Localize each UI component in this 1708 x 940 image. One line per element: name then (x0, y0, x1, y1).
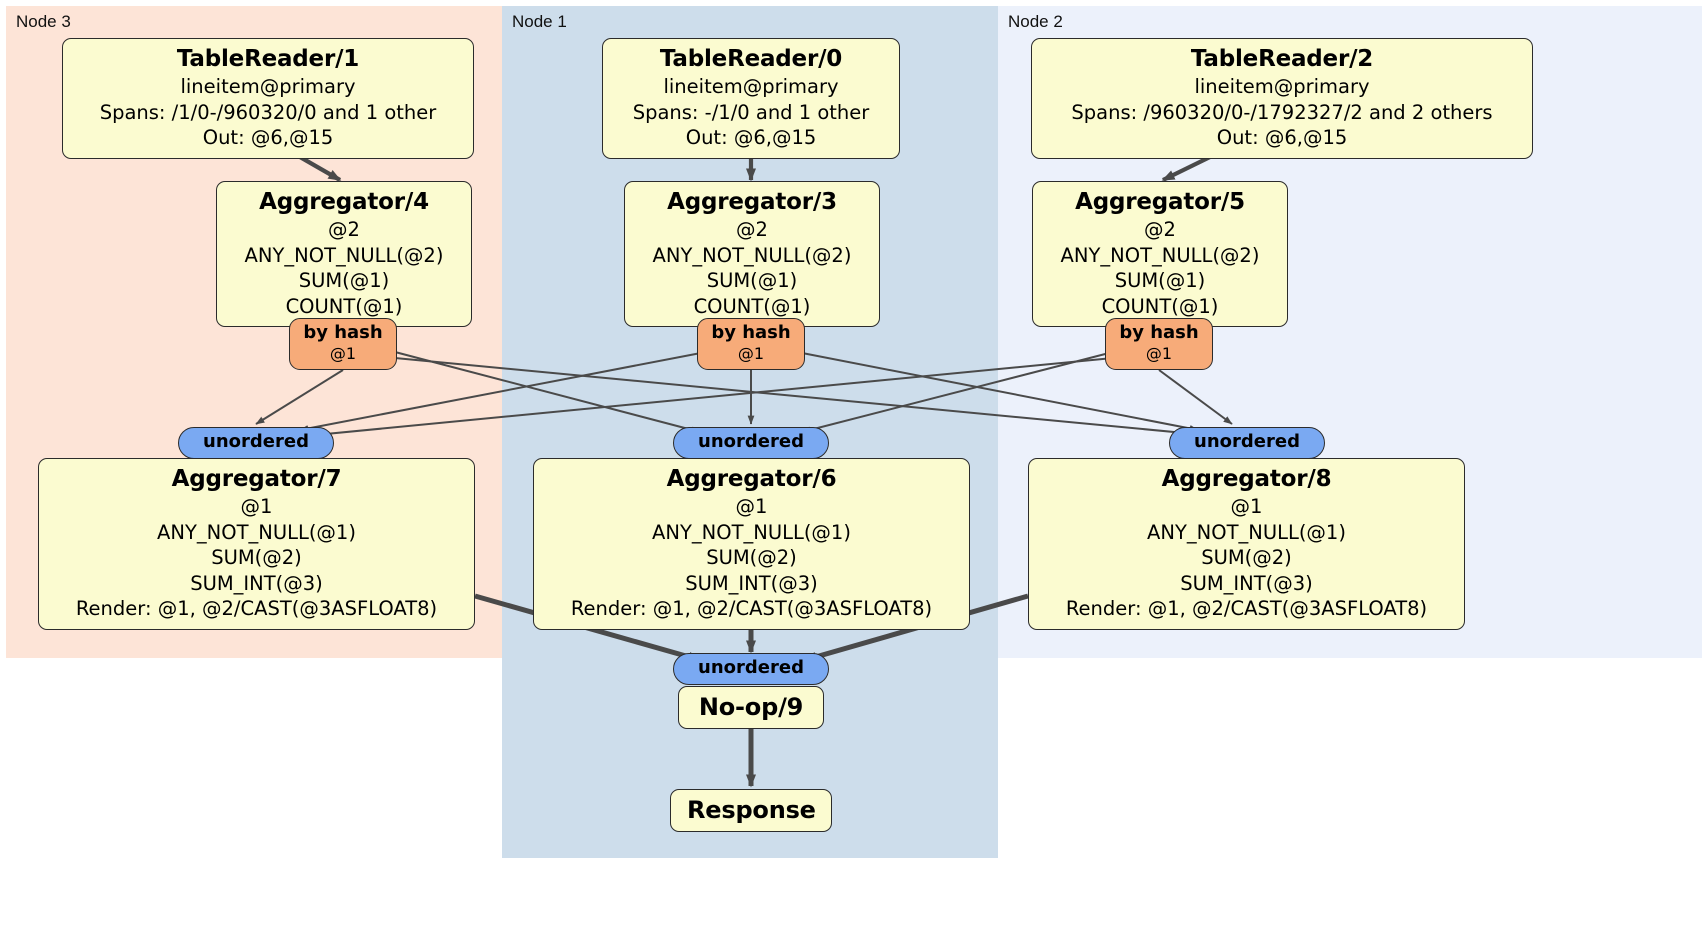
node-panel-label: Node 1 (512, 12, 567, 31)
hash-router-right[interactable]: by hash @1 (1105, 318, 1213, 370)
processor-title: Aggregator/4 (259, 189, 429, 215)
processor-detail: @2 (1144, 218, 1176, 241)
processor-noop-9[interactable]: No-op/9 (678, 686, 824, 729)
processor-detail: @1 (735, 495, 768, 518)
hash-router-column: @1 (1145, 344, 1173, 363)
processor-tablereader-2[interactable]: TableReader/2 lineitem@primary Spans: /9… (1031, 38, 1533, 159)
processor-detail: ANY_NOT_NULL(@1) (1147, 520, 1346, 544)
hash-router-label: by hash (711, 322, 791, 343)
processor-title: Response (687, 796, 816, 824)
processor-aggregator-7[interactable]: Aggregator/7 @1 ANY_NOT_NULL(@1) SUM(@2)… (38, 458, 475, 630)
processor-title: Aggregator/8 (1161, 466, 1332, 492)
processor-detail: Render: @1, @2/CAST(@3ASFLOAT8) (570, 597, 933, 620)
processor-title: TableReader/2 (1190, 46, 1374, 72)
processor-detail: @1 (1230, 495, 1263, 518)
processor-detail: Render: @1, @2/CAST(@3ASFLOAT8) (75, 597, 438, 620)
hash-router-column: @1 (737, 344, 765, 363)
processor-detail: COUNT(@1) (285, 294, 403, 318)
hash-router-label: by hash (303, 322, 383, 343)
processor-detail: ANY_NOT_NULL(@2) (1060, 243, 1260, 267)
processor-title: Aggregator/6 (666, 466, 837, 492)
synchronizer-label: unordered (698, 431, 804, 452)
node-panel-label: Node 3 (16, 12, 71, 31)
processor-detail: ANY_NOT_NULL(@1) (652, 520, 851, 544)
processor-detail: lineitem@primary (180, 75, 356, 98)
processor-detail: SUM(@1) (706, 269, 798, 292)
processor-detail: SUM(@2) (1201, 546, 1292, 569)
processor-detail: Out: @6,@15 (685, 126, 817, 149)
synchronizer-left[interactable]: unordered (178, 427, 334, 459)
processor-detail: lineitem@primary (1194, 75, 1370, 98)
processor-detail: SUM_INT(@3) (1180, 571, 1313, 595)
processor-detail: SUM(@1) (1114, 269, 1206, 292)
processor-detail: @2 (736, 218, 768, 241)
processor-detail: COUNT(@1) (1101, 294, 1219, 318)
processor-detail: ANY_NOT_NULL(@2) (652, 243, 852, 267)
processor-detail: Render: @1, @2/CAST(@3ASFLOAT8) (1065, 597, 1428, 620)
processor-detail: ANY_NOT_NULL(@2) (244, 243, 444, 267)
synchronizer-right[interactable]: unordered (1169, 427, 1325, 459)
processor-aggregator-6[interactable]: Aggregator/6 @1 ANY_NOT_NULL(@1) SUM(@2)… (533, 458, 970, 630)
processor-detail: Spans: /960320/0-/1792327/2 and 2 others (1071, 100, 1493, 124)
processor-aggregator-5[interactable]: Aggregator/5 @2 ANY_NOT_NULL(@2) SUM(@1)… (1032, 181, 1288, 327)
hash-router-column: @1 (329, 344, 357, 363)
processor-detail: ANY_NOT_NULL(@1) (157, 520, 356, 544)
processor-detail: Out: @6,@15 (1216, 126, 1348, 149)
synchronizer-final[interactable]: unordered (673, 653, 829, 685)
processor-tablereader-1[interactable]: TableReader/1 lineitem@primary Spans: /1… (62, 38, 474, 159)
processor-aggregator-3[interactable]: Aggregator/3 @2 ANY_NOT_NULL(@2) SUM(@1)… (624, 181, 880, 327)
processor-aggregator-4[interactable]: Aggregator/4 @2 ANY_NOT_NULL(@2) SUM(@1)… (216, 181, 472, 327)
processor-detail: @2 (328, 218, 360, 241)
processor-title: Aggregator/3 (667, 189, 837, 215)
hash-router-label: by hash (1119, 322, 1199, 343)
processor-detail: SUM(@1) (298, 269, 390, 292)
synchronizer-label: unordered (203, 431, 309, 452)
processor-detail: SUM(@2) (211, 546, 302, 569)
hash-router-left[interactable]: by hash @1 (289, 318, 397, 370)
processor-detail: SUM_INT(@3) (685, 571, 818, 595)
processor-aggregator-8[interactable]: Aggregator/8 @1 ANY_NOT_NULL(@1) SUM(@2)… (1028, 458, 1465, 630)
processor-detail: SUM_INT(@3) (190, 571, 323, 595)
synchronizer-label: unordered (1194, 431, 1300, 452)
processor-detail: SUM(@2) (706, 546, 797, 569)
processor-detail: Out: @6,@15 (202, 126, 334, 149)
processor-title: Aggregator/5 (1075, 189, 1245, 215)
processor-title: Aggregator/7 (171, 466, 342, 492)
processor-detail: COUNT(@1) (693, 294, 811, 318)
processor-detail: lineitem@primary (663, 75, 839, 98)
processor-detail: Spans: -/1/0 and 1 other (632, 100, 870, 124)
processor-detail: @1 (240, 495, 273, 518)
processor-tablereader-0[interactable]: TableReader/0 lineitem@primary Spans: -/… (602, 38, 900, 159)
processor-title: No-op/9 (698, 693, 804, 721)
synchronizer-label: unordered (698, 657, 804, 678)
processor-title: TableReader/1 (176, 46, 360, 72)
processor-detail: Spans: /1/0-/960320/0 and 1 other (99, 100, 437, 124)
processor-title: TableReader/0 (659, 46, 843, 72)
node-panel-label: Node 2 (1008, 12, 1063, 31)
processor-response[interactable]: Response (670, 789, 832, 832)
synchronizer-center[interactable]: unordered (673, 427, 829, 459)
hash-router-center[interactable]: by hash @1 (697, 318, 805, 370)
